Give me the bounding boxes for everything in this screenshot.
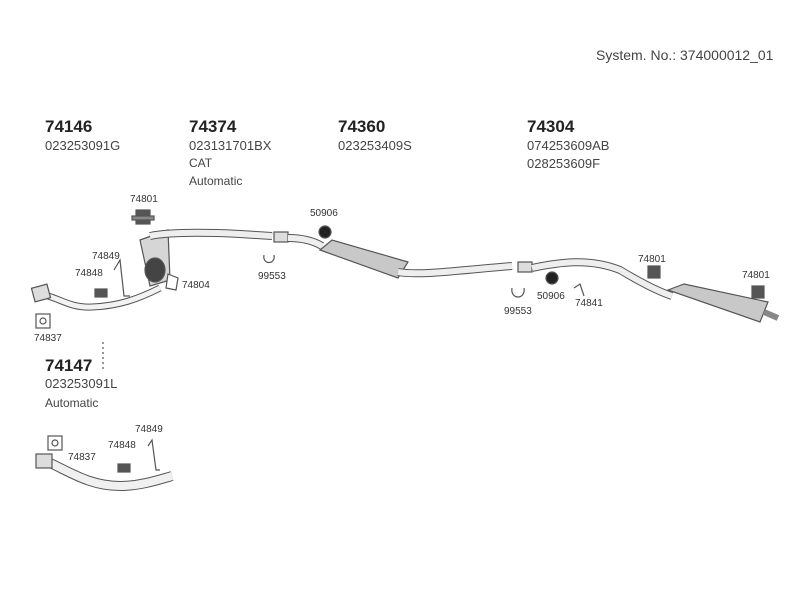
label-gasket: 74848 [108,440,136,451]
pipe-sleeve-icon [273,231,289,243]
middle-silencer [318,239,409,279]
label-clamp: 99553 [504,306,532,317]
part-number-74304: 74304 [527,117,575,136]
label-sealing-ring: 50906 [537,291,565,302]
alternative-front-pipe-fill [46,458,174,491]
flange-gasket-icon [165,273,179,291]
label-bracket: 74849 [92,251,120,262]
note-cat: CAT [189,156,213,170]
flange-gasket-icon [35,313,51,329]
part-number-74360: 74360 [338,117,386,136]
note-automatic: Automatic [189,174,243,188]
sealing-ring-icon [318,225,332,239]
label-bracket: 74849 [135,424,163,435]
flange-gasket-icon [47,435,63,451]
middle-pipe-outlet-fill [397,263,513,277]
front-pipe-fill [47,285,162,310]
label-hanger: 74801 [130,194,158,205]
flange-hole-icon [39,317,47,325]
label-flange: 74837 [34,333,62,344]
hanger-bracket-icon [131,215,155,221]
rubber-hanger-icon [647,265,661,279]
part-number-74146: 74146 [45,117,93,136]
reference-number: 023253091G [45,138,121,153]
sealing-ring-icon [545,271,559,285]
clamp-icon [263,254,275,264]
system-number: System. No.: 374000012_01 [596,47,774,63]
reference-number: 028253609F [527,156,601,171]
pipe-flange [30,283,52,303]
catalytic-outlet [144,257,166,283]
label-flange: 74837 [68,452,96,463]
part-number-74147: 74147 [45,356,93,375]
label-flange-gasket: 74804 [182,280,210,291]
intermediate-pipe-fill [149,229,273,239]
gasket-icon [117,463,131,473]
label-sealing-ring: 50906 [310,208,338,219]
part-number-74374: 74374 [189,117,237,136]
middle-pipe-inlet-fill [287,235,324,249]
rear-silencer [666,283,769,323]
clamp-icon [511,287,525,298]
label-mount: 74841 [575,298,603,309]
pipe-mount-icon [573,283,585,297]
tail-pipe [762,309,780,321]
support-bracket-icon [113,258,130,297]
gasket-icon [94,288,108,298]
reference-number: 023131701BX [189,138,272,153]
reference-number: 074253609AB [527,138,610,153]
rear-pipe-fill [531,259,673,299]
reference-number: 023253091L [45,376,118,391]
support-bracket-icon [147,438,160,471]
label-hanger: 74801 [638,254,666,265]
note-automatic: Automatic [45,396,99,410]
label-hanger: 74801 [742,270,770,281]
pipe-flange [35,453,53,469]
label-gasket: 74848 [75,268,103,279]
flange-hole-icon [51,439,59,447]
reference-number: 023253409S [338,138,412,153]
rubber-hanger-icon [751,285,765,299]
label-clamp: 99553 [258,271,286,282]
pipe-sleeve-icon [517,261,533,273]
